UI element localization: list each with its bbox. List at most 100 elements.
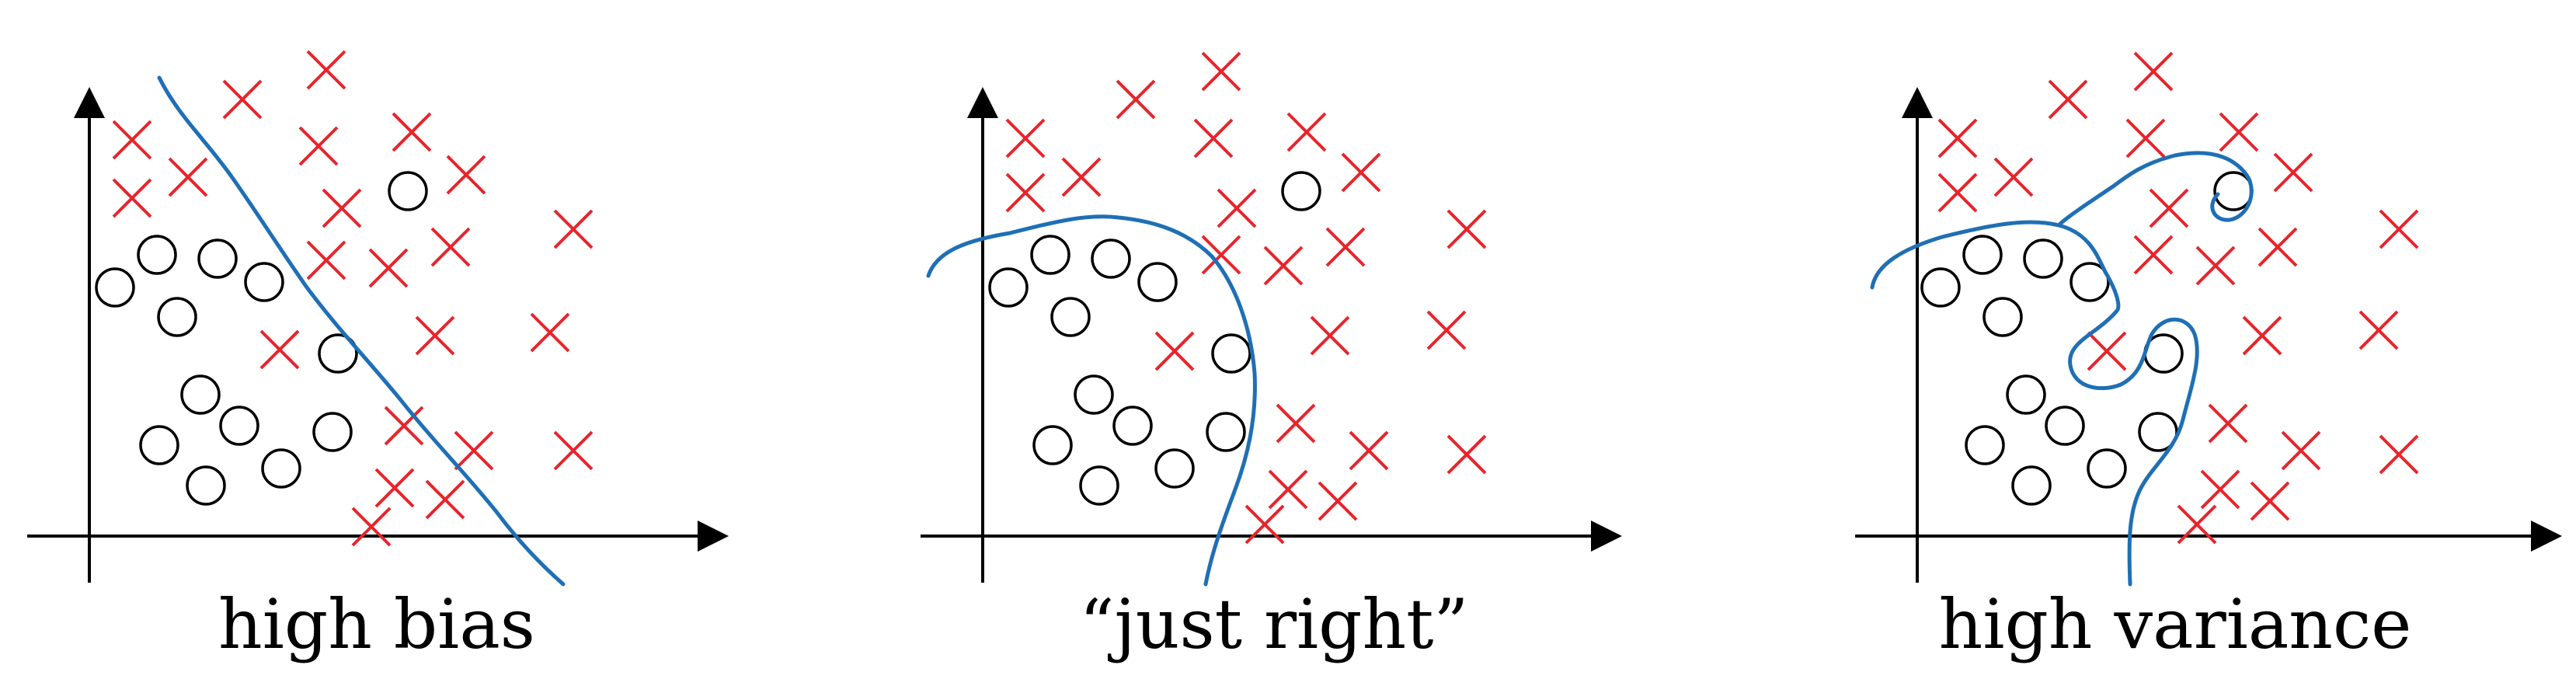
panel-high-bias [27,50,729,587]
decision-boundary [157,75,566,587]
circle-marker [2045,406,2085,446]
cross-stroke [392,112,432,152]
circle-marker [139,425,179,465]
circle-marker [1206,412,1246,452]
cross-marker [2133,235,2174,275]
cross-stroke [1201,51,1241,92]
cross-marker [430,227,471,267]
cross-stroke [306,50,346,90]
cross-stroke [2379,209,2419,249]
cross-marker [2358,310,2399,350]
circle-marker [2006,374,2046,415]
cross-stroke [2273,152,2313,193]
cross-stroke [2195,245,2236,286]
cross-stroke [1268,469,1308,510]
cross-stroke [351,507,392,547]
circle-marker [137,235,177,275]
cross-stroke [1286,112,1327,152]
cross-marker [1349,430,1389,471]
circle-marker [157,297,197,337]
cross-stroke [1446,434,1487,475]
panel-label-high-bias: high bias [218,584,535,664]
circle-marker [261,448,301,489]
circle-marker [1050,297,1091,337]
circle-marker [1982,297,2023,337]
circle-marker [95,267,135,308]
cross-stroke [2087,331,2127,371]
cross-marker [1446,209,1487,249]
cross-marker [2133,51,2174,92]
cross-stroke [322,188,362,228]
cross-stroke [1244,504,1285,545]
cross-marker [1446,434,1487,475]
cross-marker [2149,188,2189,228]
circle-marker [388,171,428,211]
cross-marker [1244,504,1285,545]
cross-marker [2250,481,2290,521]
cross-marker [1201,51,1241,92]
cross-stroke [1349,430,1389,471]
cross-marker [1263,245,1304,286]
cross-stroke [1061,157,1102,197]
cross-stroke [446,155,486,195]
circle-marker [1030,235,1070,275]
cross-marker [2273,152,2313,193]
circle-marker [318,333,358,374]
cross-marker [306,240,346,280]
decision-boundary [1870,151,2254,587]
cross-stroke [2200,469,2240,510]
cross-marker [1154,331,1195,371]
cross-stroke [306,240,346,280]
cross-stroke [1005,118,1046,158]
cross-stroke [425,479,465,520]
circle-marker [186,465,226,506]
cross-stroke [2257,227,2298,267]
cross-stroke [1426,310,1467,350]
cross-marker [112,120,152,160]
cross-stroke [2177,504,2217,545]
cross-stroke [2133,235,2174,275]
cross-stroke [1325,227,1366,267]
cross-marker [1310,315,1350,356]
circle-marker [1091,239,1131,279]
cross-marker [553,209,594,249]
cross-stroke [1310,315,1350,356]
cross-stroke [384,406,424,446]
circle-marker [1962,235,2003,275]
circle-marker [2011,465,2052,506]
circle-marker [1137,262,1178,302]
cross-marker [1318,481,1358,521]
cross-stroke [1937,118,1978,158]
cross-marker [1325,227,1366,267]
cross-marker [1426,310,1467,350]
cross-stroke [415,315,455,356]
cross-stroke [2048,79,2088,120]
cross-marker [1937,172,1978,213]
cross-stroke [368,248,409,288]
cross-marker [1276,403,1316,444]
cross-marker [1201,235,1241,275]
cross-stroke [1201,235,1241,275]
cross-marker [2177,504,2217,545]
cross-stroke [298,126,339,166]
cross-stroke [1116,79,1156,120]
cross-marker [1005,118,1046,158]
cross-marker [2087,331,2127,371]
cross-marker [1217,188,1257,228]
cross-marker [2125,118,2166,158]
circle-marker [1281,171,1321,211]
cross-marker [1193,118,1234,158]
circle-marker [180,374,221,415]
cross-marker [1116,79,1156,120]
cross-marker [2379,209,2419,249]
circle-marker [1154,448,1195,489]
cross-stroke [2358,310,2399,350]
circle-marker [1032,425,1073,465]
cross-marker [368,248,409,288]
cross-stroke [2379,434,2419,475]
cross-stroke [112,178,152,218]
cross-marker [168,157,208,197]
panel-label-just-right: “just right” [1079,584,1469,664]
